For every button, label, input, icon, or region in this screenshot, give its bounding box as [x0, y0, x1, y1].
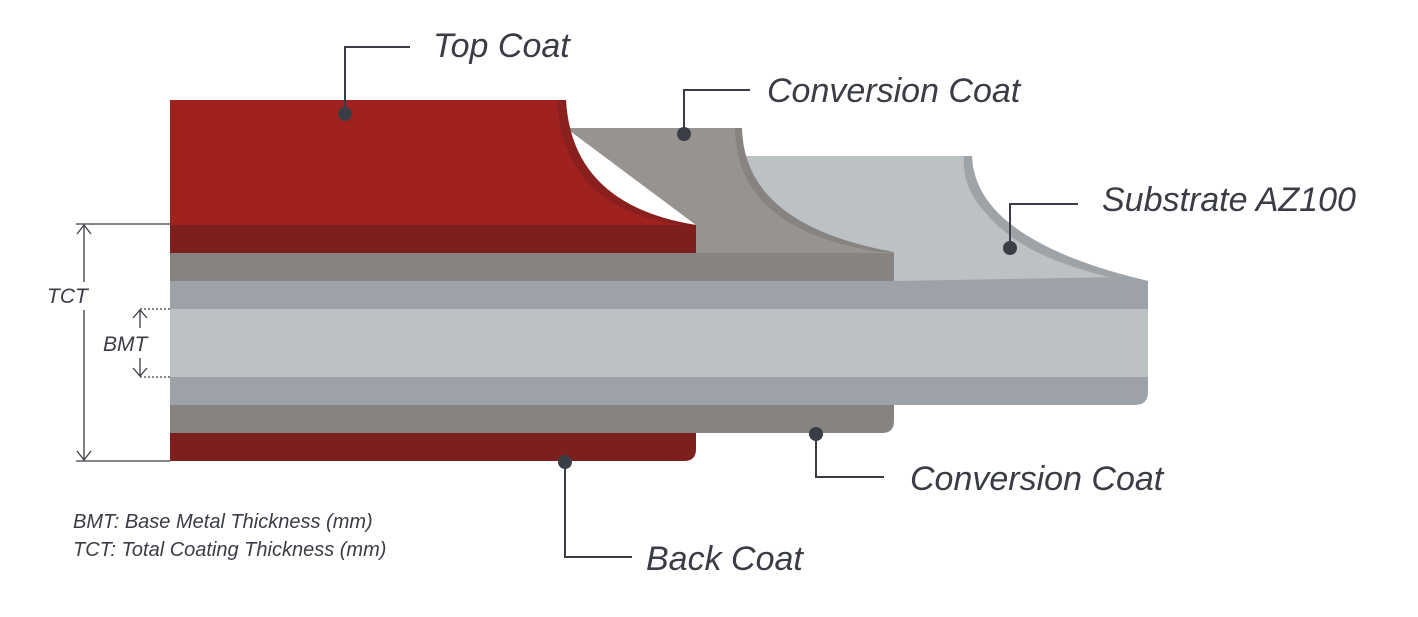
bmt-arrow-up-icon	[132, 309, 148, 319]
substrate-upper-zinc-layer	[170, 281, 1148, 309]
conversion-coat-top-peel	[566, 128, 894, 253]
bmt-note: BMT: Base Metal Thickness (mm)	[73, 511, 373, 533]
bmt-dimension: BMT	[103, 308, 170, 378]
top-coat-label: Top Coat	[433, 27, 571, 65]
conversion-coat-top-label: Conversion Coat	[767, 72, 1022, 110]
substrate-marker	[1003, 241, 1017, 255]
tct-arrow-down-icon	[76, 450, 92, 462]
conversion-coat-bottom-marker	[809, 427, 823, 441]
top-coat-marker	[338, 107, 352, 121]
substrate-core	[170, 309, 1148, 377]
conversion-coat-top-band	[170, 253, 894, 281]
substrate-peel-edge	[964, 156, 1148, 281]
substrate-label: Substrate AZ100	[1102, 181, 1356, 219]
back-coat-label: Back Coat	[646, 540, 804, 578]
tct-arrow-up-icon	[76, 223, 92, 235]
conversion-coat-bottom-band	[170, 405, 894, 433]
bmt-label: BMT	[103, 333, 150, 356]
tct-dimension: TCT	[47, 223, 170, 462]
conversion-coat-bottom-label: Conversion Coat	[910, 460, 1165, 498]
back-coat-marker	[558, 455, 572, 469]
top-coat-band	[170, 225, 696, 253]
bmt-arrow-down-icon	[132, 367, 148, 377]
legend: BMT: Base Metal Thickness (mm) TCT: Tota…	[73, 511, 386, 561]
top-coat-callout: Top Coat	[338, 27, 571, 121]
substrate-callout: Substrate AZ100	[1003, 181, 1356, 255]
conversion-coat-top-marker	[677, 127, 691, 141]
tct-label: TCT	[47, 285, 90, 308]
back-coat-band	[170, 433, 696, 461]
conversion-coat-top-callout: Conversion Coat	[677, 72, 1022, 141]
tct-note: TCT: Total Coating Thickness (mm)	[73, 539, 386, 561]
substrate-peel-light	[742, 156, 1120, 281]
conversion-coat-bottom-callout: Conversion Coat	[809, 427, 1165, 498]
back-coat-callout: Back Coat	[558, 455, 804, 578]
substrate-lower-zinc-layer	[170, 377, 1148, 405]
